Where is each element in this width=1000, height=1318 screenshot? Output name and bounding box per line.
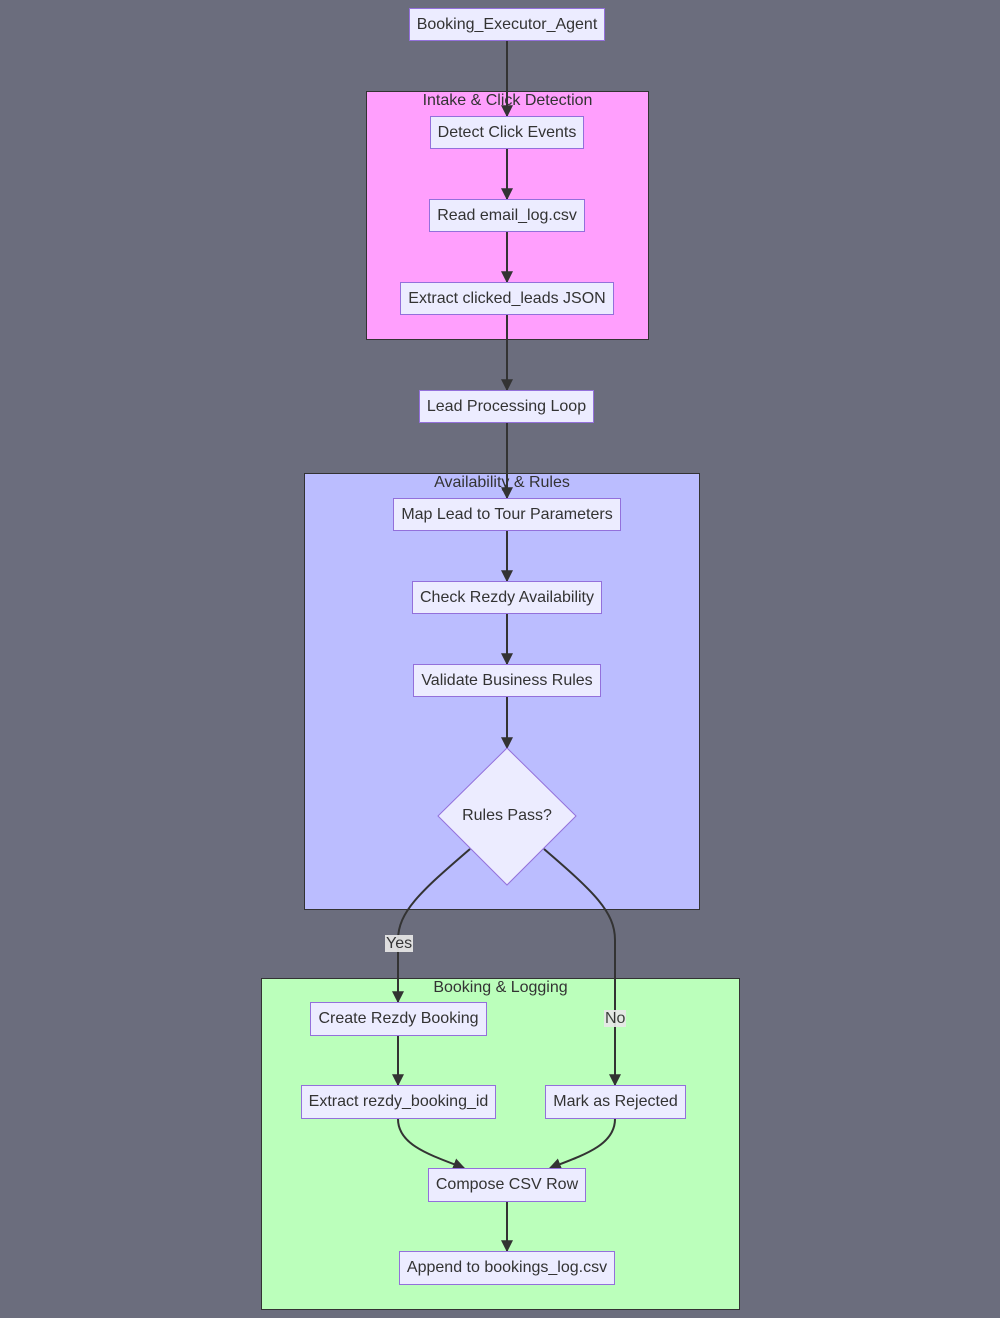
node-rules-pass-decision: Rules Pass? (462, 807, 552, 824)
edge-extract-id-compose (397, 1118, 466, 1170)
node-validate-business-rules: Validate Business Rules (413, 664, 601, 697)
node-extract-clicked-leads: Extract clicked_leads JSON (400, 282, 614, 315)
node-create-rezdy-booking: Create Rezdy Booking (310, 1002, 487, 1036)
node-append-bookings-log: Append to bookings_log.csv (399, 1251, 615, 1285)
node-map-lead-to-tour: Map Lead to Tour Parameters (393, 498, 621, 531)
cluster-availability-title: Availability & Rules (434, 474, 570, 491)
cluster-booking-title: Booking & Logging (433, 979, 568, 996)
node-mark-as-rejected: Mark as Rejected (545, 1085, 686, 1119)
decision-diamond (437, 747, 577, 886)
node-detect-click-events: Detect Click Events (430, 116, 584, 149)
node-extract-rezdy-booking-id: Extract rezdy_booking_id (301, 1085, 496, 1119)
node-booking-executor-agent: Booking_Executor_Agent (409, 8, 605, 41)
edge-decision-create (392, 848, 471, 1004)
edge-decision-reject (543, 848, 621, 1087)
node-check-rezdy-availability: Check Rezdy Availability (412, 581, 602, 614)
node-compose-csv-row: Compose CSV Row (428, 1168, 586, 1202)
node-lead-processing-loop: Lead Processing Loop (419, 390, 594, 423)
edge-label-yes: Yes (385, 935, 414, 952)
edge-reject-compose (548, 1118, 616, 1170)
node-read-email-log: Read email_log.csv (429, 199, 585, 232)
edge-label-no: No (604, 1010, 627, 1027)
